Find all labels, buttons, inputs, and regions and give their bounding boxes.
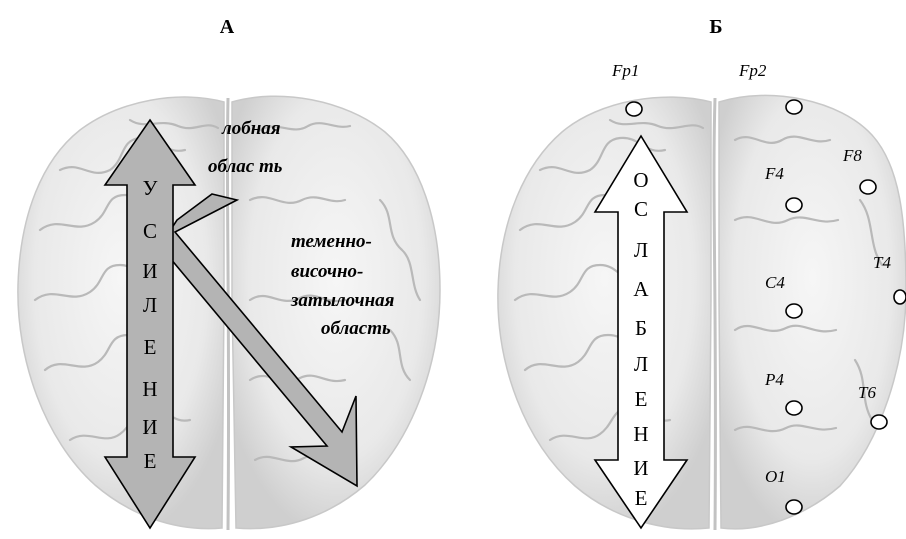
arrow-a-letter: Е: [144, 449, 157, 473]
electrode-fp2-marker: [786, 100, 802, 114]
region-parietal-line: теменно-: [291, 231, 372, 252]
electrode-f8-marker: [860, 180, 876, 194]
electrode-f8-label: F8: [842, 146, 862, 165]
arrow-b-letter: С: [634, 197, 648, 221]
arrow-b-letter: О: [633, 168, 648, 192]
electrode-t6-label: T6: [858, 383, 876, 402]
electrode-t4-label: T4: [873, 253, 891, 272]
arrow-b-letter: Е: [635, 486, 648, 510]
arrow-b-letter: Б: [635, 316, 647, 340]
arrow-a-letter: Н: [142, 377, 157, 401]
electrode-f4-label: F4: [764, 164, 784, 183]
arrow-b-letter: Л: [634, 352, 648, 376]
electrode-fp2-label: Fp2: [738, 61, 767, 80]
region-frontal-line: облас ть: [208, 156, 283, 177]
region-parietal-line: затылочная: [290, 290, 395, 311]
arrow-a-letter: И: [142, 415, 157, 439]
electrode-p4-marker: [786, 401, 802, 415]
electrode-c4-label: C4: [765, 273, 785, 292]
arrow-b-letters: О С Л А Б Л Е Н И Е: [633, 168, 649, 510]
electrode-o1-label: O1: [765, 467, 786, 486]
panel-b-label: Б: [709, 16, 722, 38]
electrode-t6-marker: [871, 415, 887, 429]
arrow-a-letter: У: [143, 176, 158, 200]
electrode-o1-marker: [786, 500, 802, 514]
arrow-a-letter: И: [142, 259, 157, 283]
electrode-c4-marker: [786, 304, 802, 318]
electrode-fp1-label: Fp1: [611, 61, 639, 80]
electrode-t4-marker: [894, 290, 906, 304]
region-frontal-line: лобная: [221, 118, 281, 139]
region-parietal-line: височно-: [291, 261, 363, 282]
arrow-a-letter: С: [143, 219, 157, 243]
region-parietal-line: область: [321, 318, 391, 339]
panel-a: А У: [18, 16, 440, 530]
arrow-b-letter: Л: [634, 238, 648, 262]
arrow-b-letter: Е: [635, 387, 648, 411]
arrow-b-letter: И: [633, 456, 648, 480]
arrow-a-letter: Л: [143, 293, 157, 317]
electrode-f4-marker: [786, 198, 802, 212]
panel-a-label: А: [220, 16, 235, 38]
arrow-b-letter: А: [633, 277, 649, 301]
arrow-b-letter: Н: [633, 422, 648, 446]
brain-b-fissure: [714, 98, 715, 530]
electrode-p4-label: P4: [764, 370, 784, 389]
brain-b-right-hemisphere: [719, 95, 906, 528]
electrode-fp1-marker: [626, 102, 642, 116]
panel-b: Б О С Л: [498, 16, 906, 530]
arrow-a-letter: Е: [144, 335, 157, 359]
